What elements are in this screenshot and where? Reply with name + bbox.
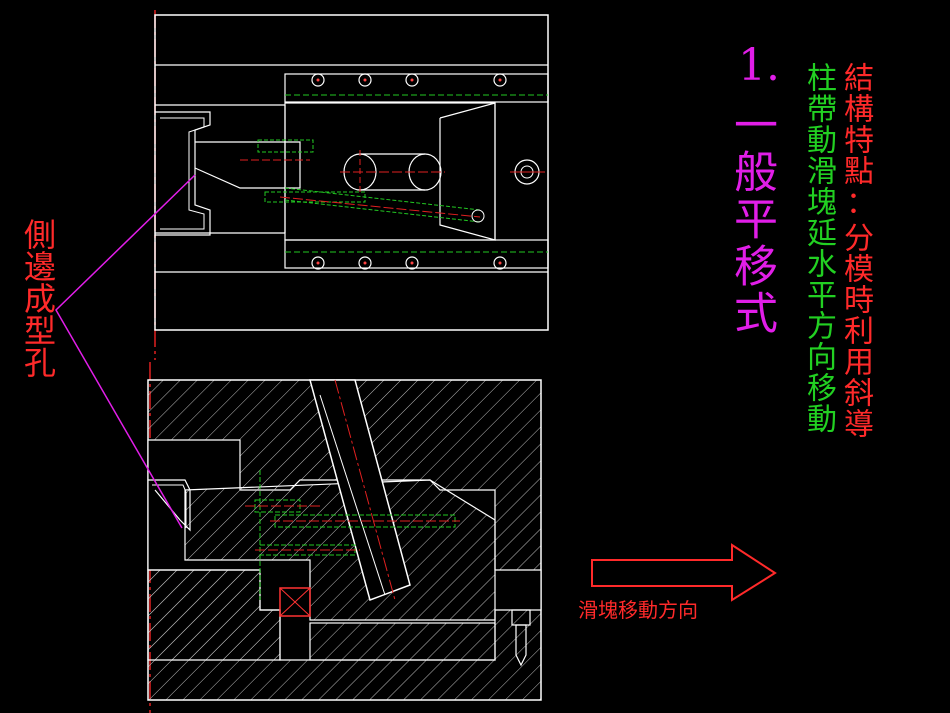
structure-colon: ：	[846, 186, 876, 221]
slide-direction-arrow	[591, 543, 777, 602]
section-view	[147, 379, 542, 701]
side-hole-label: 側邊成型孔	[19, 218, 57, 378]
side-hole-leader	[55, 174, 196, 529]
title-number: 1.	[738, 40, 780, 91]
slide-direction-label: 滑塊移動方向	[578, 598, 698, 622]
top-view	[154, 14, 549, 331]
description-line-2: 柱帶動滑塊延水平方向移動	[801, 62, 836, 434]
structure-label: 結構特點	[838, 62, 873, 186]
title-main: 一般平移式	[726, 102, 777, 337]
description-line-1: 分模時利用斜導	[838, 222, 873, 439]
